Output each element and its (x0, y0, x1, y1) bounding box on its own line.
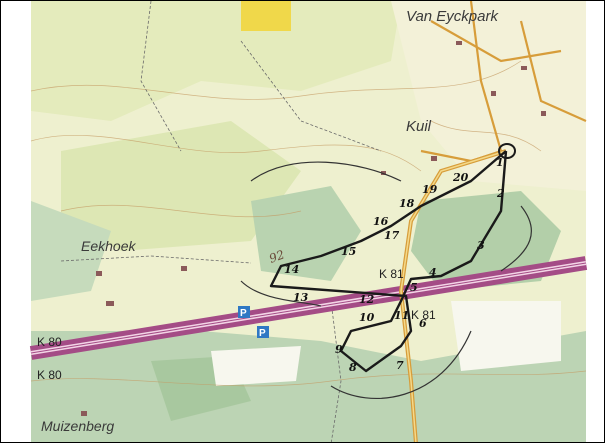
northern-meadow (31, 1, 401, 121)
forest-patch (411, 191, 561, 291)
waypoint-label: 20 (452, 171, 469, 184)
direction-arrow (330, 330, 472, 399)
handwritten-note: 92 (267, 247, 286, 265)
buildings (81, 41, 546, 416)
village-roads (420, 1, 587, 163)
svg-text:P: P (240, 308, 247, 319)
walking-route (240, 143, 532, 399)
route-waypoints: 1 2 3 4 5 6 7 8 9 10 11 12 13 14 15 16 1… (284, 156, 505, 374)
direction-arrow (240, 280, 322, 307)
place-label-muizenberg: Muizenberg (41, 418, 114, 434)
direction-arrow (250, 161, 402, 182)
road-label-k81: K 81 (379, 267, 404, 281)
yellow-parcel (241, 1, 291, 31)
eekhoek-meadow (61, 121, 301, 251)
forest-patch (251, 186, 361, 281)
waypoint-label: 3 (477, 239, 485, 252)
footpaths (60, 1, 382, 442)
waypoint-label: 6 (419, 317, 427, 330)
waypoint-label: 8 (349, 361, 357, 374)
waypoint-label: 9 (335, 343, 343, 356)
clearing (451, 301, 561, 371)
place-label-kuil: Kuil (406, 118, 432, 135)
waypoint-label: 15 (341, 245, 356, 258)
waypoint-label: 2 (496, 187, 505, 200)
svg-text:P: P (259, 328, 266, 339)
start-circle (498, 143, 516, 159)
waypoint-label: 14 (284, 263, 299, 276)
clearing (211, 346, 301, 386)
road-label-k81: K 81 (411, 308, 436, 322)
waypoint-label: 19 (422, 183, 438, 196)
waypoint-label: 5 (410, 281, 418, 294)
contour-lines (30, 60, 587, 387)
waypoint-label: 13 (293, 291, 309, 304)
parking-marker: P (238, 306, 250, 319)
waypoint-label: 18 (399, 197, 415, 210)
waypoint-label: 10 (359, 311, 375, 324)
right-margin (586, 1, 604, 442)
road-label-k80: K 80 (37, 335, 62, 349)
forest-patch (31, 201, 111, 301)
waypoint-label: 4 (429, 266, 437, 279)
parking-icon (257, 326, 269, 338)
waypoint-label: 17 (384, 229, 400, 242)
motorway-k80 (29, 256, 588, 360)
waypoint-label: 7 (396, 359, 404, 372)
place-label-eekhoek: Eekhoek (81, 238, 136, 254)
urban-area (391, 1, 586, 191)
left-margin (1, 1, 31, 442)
waypoint-label: 16 (373, 215, 389, 228)
waypoint-label: 11 (394, 309, 409, 322)
waypoint-label: 1 (496, 156, 504, 169)
parking-icon (238, 306, 250, 318)
direction-arrow (500, 205, 532, 272)
parking-marker: P (257, 326, 269, 339)
place-label-van-eyckpark: Van Eyckpark (406, 8, 499, 25)
route-line (269, 150, 508, 373)
waypoint-label: 12 (359, 293, 375, 306)
road-label-k80: K 80 (37, 368, 62, 382)
